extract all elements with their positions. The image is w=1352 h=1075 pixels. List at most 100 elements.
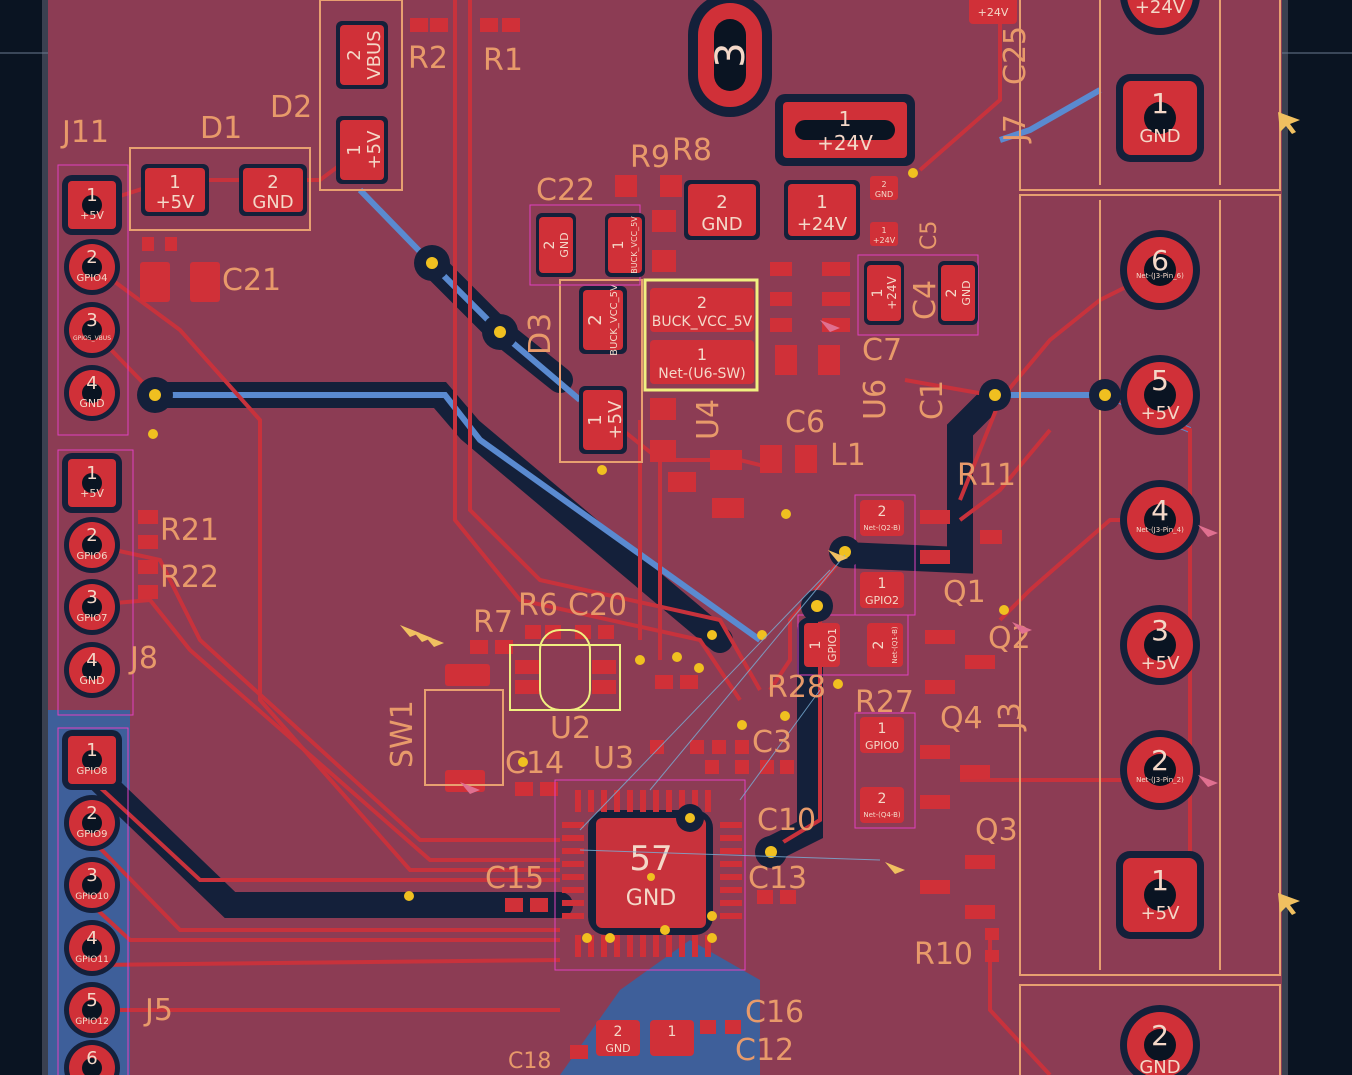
svg-text:6: 6 bbox=[86, 1048, 97, 1069]
regulator-u2 bbox=[509, 629, 621, 711]
terminal-block-j7 bbox=[1019, 0, 1281, 1075]
svg-text:BUCK_VCC_5V: BUCK_VCC_5V bbox=[609, 284, 620, 356]
diode-d3[interactable]: 2 BUCK_VCC_5V 1 +5V bbox=[559, 279, 643, 463]
cap-c25[interactable]: +24V bbox=[969, 0, 1017, 24]
connector-j11[interactable]: 1 +5V 2 GPIO4 3 GPIO5_VBUS 4 GND bbox=[57, 164, 129, 436]
svg-text:R27: R27 bbox=[855, 685, 914, 720]
svg-text:+5V: +5V bbox=[1141, 903, 1181, 924]
svg-text:C3: C3 bbox=[752, 725, 792, 760]
inductor-l1[interactable]: 2 BUCK_VCC_5V 1 Net-(U6-SW) bbox=[643, 278, 759, 392]
svg-text:2: 2 bbox=[542, 241, 558, 250]
svg-text:5: 5 bbox=[1151, 364, 1169, 397]
svg-text:1: 1 bbox=[881, 226, 886, 235]
svg-text:GPIO10: GPIO10 bbox=[75, 892, 109, 902]
j7-pad-gnd: 1 GND bbox=[1116, 74, 1204, 162]
svg-text:GPIO9: GPIO9 bbox=[77, 829, 108, 840]
svg-text:1: 1 bbox=[870, 289, 886, 298]
svg-text:D2: D2 bbox=[270, 90, 312, 125]
svg-text:Q4: Q4 bbox=[940, 701, 983, 736]
cap-c4[interactable]: 1 +24V 2 GND bbox=[857, 254, 979, 336]
svg-text:2: 2 bbox=[267, 172, 278, 193]
transistor-q2-pads[interactable]: 2 Net-(Q2-B) 1 GPIO2 bbox=[854, 494, 916, 616]
front-copper-pour-lower bbox=[130, 720, 540, 900]
svg-text:R7: R7 bbox=[473, 605, 513, 640]
j5-pad-4: 4 GPIO11 bbox=[64, 920, 120, 976]
svg-text:2: 2 bbox=[86, 803, 97, 824]
svg-text:C7: C7 bbox=[862, 333, 902, 368]
svg-text:+5V: +5V bbox=[80, 209, 104, 222]
j3-pad-3: 3 +5V bbox=[1120, 605, 1200, 685]
svg-text:GND: GND bbox=[79, 397, 104, 410]
svg-text:1: 1 bbox=[86, 740, 97, 761]
svg-text:C18: C18 bbox=[508, 1049, 551, 1074]
j11-pad-3: 3 GPIO5_VBUS bbox=[64, 302, 120, 358]
j5-pad-5: 5 GPIO12 bbox=[64, 982, 120, 1038]
svg-text:GPIO5_VBUS: GPIO5_VBUS bbox=[73, 335, 111, 342]
svg-text:R1: R1 bbox=[483, 43, 523, 78]
j-bottom-pad: 2 GND bbox=[1120, 1005, 1200, 1075]
j11-pad-1: 1 +5V bbox=[62, 175, 122, 235]
j5-pad-6: 6 bbox=[64, 1040, 120, 1075]
mount-pad[interactable]: 3 bbox=[688, 0, 772, 117]
r8-pads[interactable]: 2 GND 1 +24V bbox=[684, 180, 860, 240]
svg-text:C14: C14 bbox=[505, 746, 564, 781]
front-traces bbox=[90, 0, 1192, 1075]
svg-text:Net-(U6-SW): Net-(U6-SW) bbox=[658, 366, 746, 382]
cap-c5[interactable]: 2 GND 1 +24V bbox=[870, 176, 898, 246]
svg-text:C5: C5 bbox=[917, 221, 942, 250]
svg-text:VBUS: VBUS bbox=[364, 30, 385, 79]
svg-text:4: 4 bbox=[86, 928, 97, 949]
svg-text:Net-(J3-Pin_4): Net-(J3-Pin_4) bbox=[1136, 526, 1184, 534]
svg-text:R6: R6 bbox=[518, 588, 558, 623]
svg-text:GPIO4: GPIO4 bbox=[77, 273, 108, 284]
svg-text:Q2: Q2 bbox=[988, 621, 1031, 656]
diode-d2[interactable]: 2 VBUS 1 +5V bbox=[319, 0, 403, 191]
svg-text:C4: C4 bbox=[908, 280, 943, 320]
smd-footprints bbox=[138, 18, 1002, 1059]
svg-text:2: 2 bbox=[344, 49, 365, 60]
j7-pads[interactable]: +24V 1 GND 2 GND bbox=[1116, 0, 1204, 1075]
cap-c18-pads[interactable]: 2 GND 1 bbox=[596, 1020, 694, 1056]
svg-text:1: 1 bbox=[86, 185, 97, 206]
svg-text:J8: J8 bbox=[128, 641, 158, 676]
svg-text:C6: C6 bbox=[785, 405, 825, 440]
cap-c22[interactable]: 2 GND 1 BUCK_VCC_5V bbox=[529, 204, 645, 286]
svg-text:+5V: +5V bbox=[364, 130, 385, 170]
transistor-q4-pads[interactable]: 1 GPIO0 2 Net-(Q4-B) bbox=[854, 712, 916, 829]
svg-text:BUCK_VCC_5V: BUCK_VCC_5V bbox=[652, 314, 753, 330]
j3-pad-4: 4 Net-(J3-Pin_4) bbox=[1120, 480, 1200, 560]
svg-text:3: 3 bbox=[1151, 614, 1169, 647]
diode-d1[interactable]: 1 +5V 2 GND bbox=[129, 147, 311, 231]
svg-text:J11: J11 bbox=[60, 115, 109, 150]
svg-text:1: 1 bbox=[344, 144, 365, 155]
svg-text:GND: GND bbox=[626, 886, 676, 911]
svg-text:GPIO0: GPIO0 bbox=[865, 739, 899, 752]
svg-text:R8: R8 bbox=[672, 133, 712, 168]
connector-j5[interactable]: 1 GPIO8 2 GPIO9 3 GPIO10 4 GPIO11 5 GPIO… bbox=[57, 727, 129, 1075]
j7-pad-top: +24V bbox=[1120, 0, 1200, 35]
j3-pads[interactable]: 6 Net-(J3-Pin_6) 5 +5V 4 Net-(J3-Pin_4) … bbox=[1116, 230, 1204, 939]
j5-pad-3: 3 GPIO10 bbox=[64, 857, 120, 913]
svg-text:C20: C20 bbox=[568, 588, 627, 623]
svg-text:C15: C15 bbox=[485, 861, 544, 896]
svg-text:U2: U2 bbox=[550, 711, 591, 746]
board-edge-right bbox=[1282, 0, 1288, 1075]
svg-text:C13: C13 bbox=[748, 861, 807, 896]
svg-text:GND: GND bbox=[605, 1042, 630, 1055]
fuse-pad[interactable]: 1 +24V bbox=[775, 94, 915, 166]
svg-text:3: 3 bbox=[86, 587, 97, 608]
svg-text:Net-(Q2-B): Net-(Q2-B) bbox=[863, 524, 901, 532]
connector-j8[interactable]: 1 +5V 2 GPIO6 3 GPIO7 4 GND bbox=[57, 449, 134, 716]
svg-text:2: 2 bbox=[944, 289, 960, 298]
svg-text:GPIO2: GPIO2 bbox=[865, 594, 899, 607]
svg-text:GND: GND bbox=[1139, 1057, 1180, 1075]
j8-pad-3: 3 GPIO7 bbox=[64, 579, 120, 635]
svg-text:57: 57 bbox=[629, 839, 672, 879]
svg-text:GPIO7: GPIO7 bbox=[77, 613, 108, 624]
svg-text:C1: C1 bbox=[915, 380, 950, 420]
ratsnest bbox=[579, 554, 881, 861]
svg-text:1: 1 bbox=[169, 172, 180, 193]
svg-text:+5V: +5V bbox=[1141, 653, 1181, 674]
transistor-q1-pads[interactable]: 1 GPIO1 2 Net-(Q1-B) bbox=[797, 614, 909, 676]
